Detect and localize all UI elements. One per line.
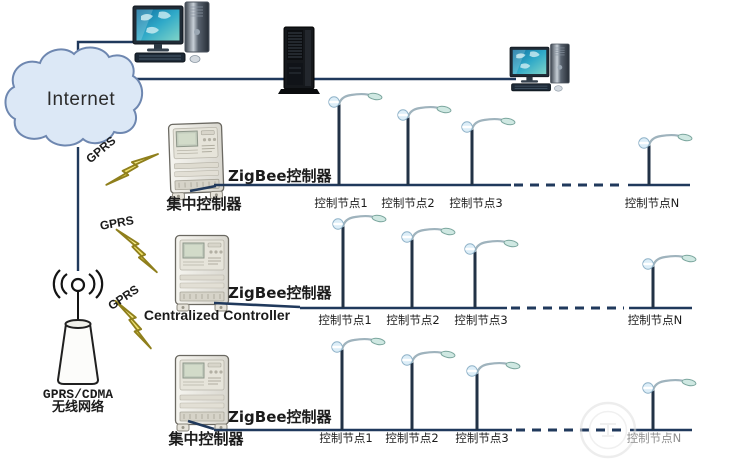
zigbee-bus-lines <box>187 183 692 432</box>
node-label: 控制节点1 <box>314 196 368 210</box>
antenna-label-line1: GPRS/CDMA <box>42 387 114 402</box>
desktop-computer-left-icon <box>132 1 210 63</box>
street-lamp-icon <box>463 238 520 256</box>
street-lamp-icon <box>641 253 698 271</box>
street-lamp-icon <box>330 336 387 354</box>
lightning-bolt-icon <box>110 228 163 274</box>
zigbee-controller-label: ZigBee控制器 <box>228 284 332 302</box>
internet-cloud <box>4 46 144 147</box>
zigbee-controller-label: ZigBee控制器 <box>228 408 332 426</box>
street-lamp-heads <box>327 91 698 395</box>
node-label: 控制节点3 <box>455 431 509 445</box>
internet-label: Internet <box>46 89 116 110</box>
controller-device-icon <box>174 354 230 432</box>
street-lamp-icon <box>637 132 694 150</box>
watermark-stamp <box>579 401 637 459</box>
controller-label: 集中控制器 <box>168 430 244 448</box>
row3-connector <box>187 419 215 431</box>
node-label: 控制节点3 <box>449 196 503 210</box>
node-label: 控制节点N <box>627 313 683 327</box>
node-label: 控制节点2 <box>385 431 439 445</box>
radio-waves-icon <box>52 269 104 299</box>
street-lamp-icon <box>396 104 453 122</box>
street-lamp-icon <box>465 360 522 378</box>
row2-connector <box>213 301 301 309</box>
street-lamp-poles <box>337 102 655 430</box>
controller-device-icon <box>174 234 230 312</box>
node-label: 控制节点3 <box>454 313 508 327</box>
controller-label: 集中控制器 <box>166 195 242 213</box>
street-lamp-icon <box>331 213 388 231</box>
antenna-label-line2: 无线网络 <box>51 400 104 415</box>
zigbee-controller-label: ZigBee控制器 <box>228 167 332 185</box>
street-lamp-icon <box>327 91 384 109</box>
lightning-bolt-icon <box>105 148 159 191</box>
row1-connector <box>189 184 217 193</box>
node-label: 控制节点1 <box>318 313 372 327</box>
node-label: 控制节点2 <box>386 313 440 327</box>
controller-label: Centralized Controller <box>143 307 291 323</box>
node-label: 控制节点2 <box>381 196 435 210</box>
desktop-computer-right-icon <box>509 43 570 92</box>
node-label: 控制节点N <box>626 431 682 445</box>
street-lamp-icon <box>400 349 457 367</box>
node-label: 控制节点N <box>624 196 680 210</box>
controller-device-icon <box>167 122 225 201</box>
node-label: 控制节点1 <box>319 431 373 445</box>
server-icon <box>277 26 321 95</box>
street-lamp-icon <box>460 116 517 134</box>
street-lamp-icon <box>400 226 457 244</box>
gprs-antenna-icon <box>52 269 104 385</box>
street-lamp-icon <box>641 377 698 395</box>
